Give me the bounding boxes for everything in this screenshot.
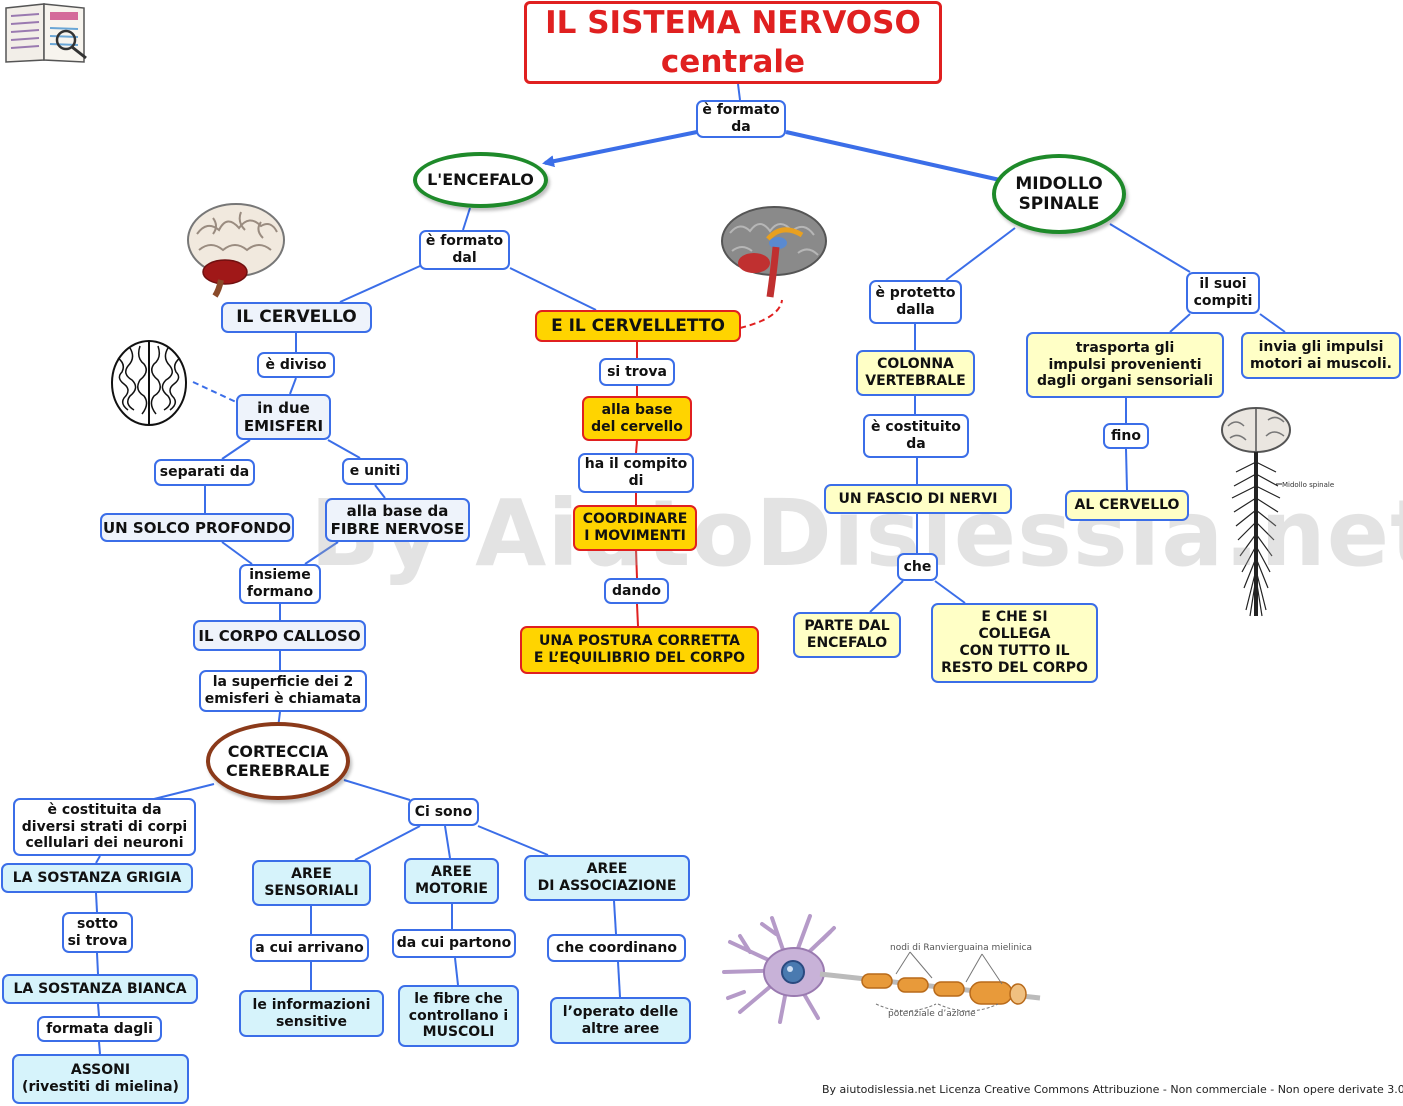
node-sostanza-grigia[interactable]: LA SOSTANZA GRIGIA bbox=[1, 863, 193, 893]
node-trasporta-impulsi[interactable]: trasporta gli impulsi provenienti dagli … bbox=[1026, 332, 1224, 398]
title-line-1: IL SISTEMA NERVOSO bbox=[545, 4, 921, 41]
node-fascio-nervi[interactable]: UN FASCIO DI NERVI bbox=[824, 484, 1012, 514]
node-sostanza-bianca[interactable]: LA SOSTANZA BIANCA bbox=[2, 974, 198, 1004]
node-operato-altre-aree[interactable]: l’operato delle altre aree bbox=[550, 997, 691, 1044]
link-formato-dal[interactable]: è formato dal bbox=[419, 230, 510, 270]
spinal-cord-label: Midollo spinale bbox=[1282, 481, 1334, 489]
node-colonna-vertebrale[interactable]: COLONNA VERTEBRALE bbox=[856, 350, 975, 396]
node-encefalo[interactable]: L'ENCEFALO bbox=[413, 152, 548, 208]
node-assoni[interactable]: ASSONI (rivestiti di mielina) bbox=[12, 1054, 189, 1104]
link-sotto-si-trova[interactable]: sotto si trova bbox=[62, 912, 133, 953]
license-footer: By aiutodislessia.net Licenza Creative C… bbox=[822, 1083, 1403, 1096]
book-icon bbox=[5, 3, 87, 63]
node-emisferi[interactable]: in due EMISFERI bbox=[236, 394, 331, 440]
neuron-icon: nodi di Ranvier guaina mielinica potenzi… bbox=[722, 914, 1041, 1024]
map-title: IL SISTEMA NERVOSO centrale bbox=[524, 1, 942, 84]
link-si-trova[interactable]: si trova bbox=[599, 358, 675, 386]
node-solco-profondo[interactable]: UN SOLCO PROFONDO bbox=[100, 513, 294, 542]
link-ci-sono[interactable]: Ci sono bbox=[408, 798, 479, 826]
link-formata-dagli[interactable]: formata dagli bbox=[37, 1016, 162, 1042]
node-coordinare-movimenti[interactable]: COORDINARE I MOVIMENTI bbox=[573, 505, 697, 551]
node-aree-motorie[interactable]: AREE MOTORIE bbox=[404, 858, 499, 904]
node-aree-associazione[interactable]: AREE DI ASSOCIAZIONE bbox=[524, 855, 690, 901]
link-costituita[interactable]: è costituita da diversi strati di corpi … bbox=[13, 798, 196, 856]
node-cervelletto[interactable]: E IL CERVELLETTO bbox=[535, 310, 741, 342]
ranvier-label: nodi di Ranvier bbox=[890, 943, 958, 953]
link-fino[interactable]: fino bbox=[1103, 423, 1149, 449]
link-separati-da[interactable]: separati da bbox=[154, 459, 255, 486]
node-cervello[interactable]: IL CERVELLO bbox=[221, 302, 372, 333]
node-fibre-nervose[interactable]: alla base da FIBRE NERVOSE bbox=[325, 498, 470, 542]
link-suoi-compiti[interactable]: il suoi compiti bbox=[1186, 272, 1260, 314]
link-formato-da[interactable]: è formato da bbox=[696, 100, 786, 138]
node-parte-encefalo[interactable]: PARTE DAL ENCEFALO bbox=[793, 612, 901, 658]
link-superficie[interactable]: la superficie dei 2 emisferi è chiamata bbox=[199, 670, 367, 712]
action-potential-label: potenziale d’azione bbox=[888, 1009, 976, 1019]
link-diviso[interactable]: è diviso bbox=[257, 352, 335, 378]
link-insieme-formano[interactable]: insieme formano bbox=[239, 564, 321, 604]
link-che[interactable]: che bbox=[897, 553, 938, 581]
node-corpo-calloso[interactable]: IL CORPO CALLOSO bbox=[193, 620, 366, 651]
link-da-cui-partono[interactable]: da cui partono bbox=[392, 929, 516, 958]
node-corteccia-cerebrale[interactable]: CORTECCIA CEREBRALE bbox=[206, 722, 350, 800]
link-dando[interactable]: dando bbox=[604, 578, 669, 604]
link-protetto-dalla[interactable]: è protetto dalla bbox=[869, 280, 962, 324]
node-invia-impulsi[interactable]: invia gli impulsi motori ai muscoli. bbox=[1241, 332, 1401, 379]
node-al-cervello[interactable]: AL CERVELLO bbox=[1065, 490, 1189, 521]
title-line-2: centrale bbox=[660, 43, 806, 80]
node-midollo-spinale[interactable]: MIDOLLO SPINALE bbox=[992, 154, 1126, 234]
myelin-label: guaina mielinica bbox=[958, 943, 1032, 953]
link-compito[interactable]: ha il compito di bbox=[578, 453, 694, 493]
node-aree-sensoriali[interactable]: AREE SENSORIALI bbox=[252, 860, 371, 906]
link-a-cui-arrivano[interactable]: a cui arrivano bbox=[250, 934, 369, 962]
node-base-cervello[interactable]: alla base del cervello bbox=[582, 396, 692, 441]
brain-hemispheres-icon bbox=[111, 340, 187, 426]
node-collega-corpo[interactable]: E CHE SI COLLEGA CON TUTTO IL RESTO DEL … bbox=[931, 603, 1098, 683]
node-informazioni-sensitive[interactable]: le informazioni sensitive bbox=[239, 990, 384, 1037]
brain-section-icon bbox=[721, 206, 827, 298]
node-postura-equilibrio[interactable]: UNA POSTURA CORRETTA E L’EQUILIBRIO DEL … bbox=[520, 626, 759, 674]
link-e-uniti[interactable]: e uniti bbox=[342, 458, 408, 485]
node-fibre-muscoli[interactable]: le fibre che controllano i MUSCOLI bbox=[398, 985, 519, 1047]
brain-icon bbox=[187, 203, 285, 298]
spinal-cord-icon: Midollo spinale bbox=[1221, 407, 1334, 617]
link-che-coordinano[interactable]: che coordinano bbox=[547, 934, 686, 962]
link-costituito-da[interactable]: è costituito da bbox=[863, 414, 969, 458]
